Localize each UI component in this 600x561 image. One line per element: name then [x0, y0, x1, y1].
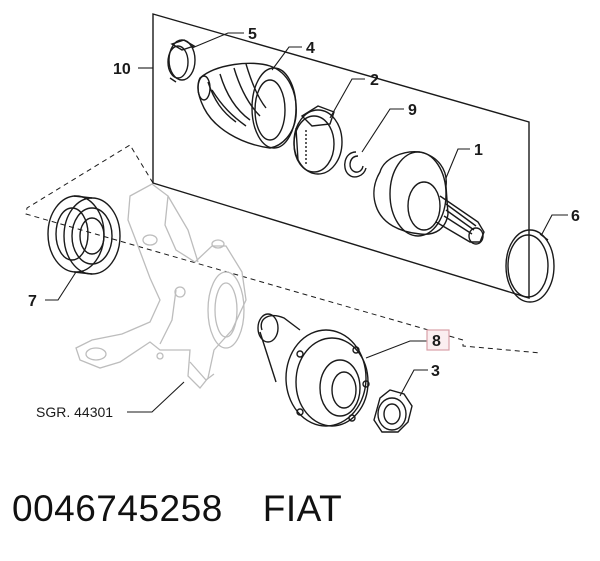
leader-line-2 [329, 78, 365, 119]
hub-nut-drawing [373, 389, 413, 433]
snap-ring-drawing [505, 229, 555, 303]
leader-line-9 [361, 108, 404, 153]
circlip-drawing [344, 151, 367, 178]
steering-knuckle-drawing [75, 183, 247, 389]
wheel-bearing-drawing [47, 195, 121, 275]
leader-line-3 [399, 369, 428, 397]
wheel-hub-drawing [257, 313, 370, 427]
callout-7: 7 [28, 293, 37, 310]
leader-line-4 [271, 46, 302, 71]
hub-group-dashed-frame [25, 144, 542, 354]
large-clamp-band-drawing [293, 105, 343, 175]
leader-line-sgr [127, 381, 185, 413]
callout-8: 8 [432, 333, 441, 350]
callout-4: 4 [306, 40, 315, 57]
callout-1: 1 [474, 142, 483, 159]
cv-boot-drawing [197, 62, 297, 149]
callout-2: 2 [370, 72, 379, 89]
leader-line-8 [365, 340, 428, 359]
cv-joint-drawing [373, 151, 485, 245]
callout-5: 5 [248, 26, 257, 43]
leader-line-7 [45, 271, 77, 301]
callout-8-highlight-box [426, 329, 450, 351]
small-clamp-band-drawing [167, 39, 196, 83]
footer: 0046745258 FIAT [12, 488, 342, 530]
callout-9: 9 [408, 102, 417, 119]
leader-line-5 [191, 32, 244, 49]
callout-10: 10 [113, 61, 131, 78]
exploded-parts-diagram: 1 2 3 4 5 6 7 8 9 10 SGR. 44301 [25, 13, 580, 433]
leader-line-1 [445, 148, 470, 179]
leader-line-6 [541, 214, 568, 235]
callout-6: 6 [571, 208, 580, 225]
brand-name: FIAT [262, 488, 343, 529]
sgr-reference-label: SGR. 44301 [36, 404, 113, 420]
cv-joint-kit-frame [152, 13, 530, 299]
callout-3: 3 [431, 363, 440, 380]
part-number: 0046745258 [12, 488, 223, 529]
